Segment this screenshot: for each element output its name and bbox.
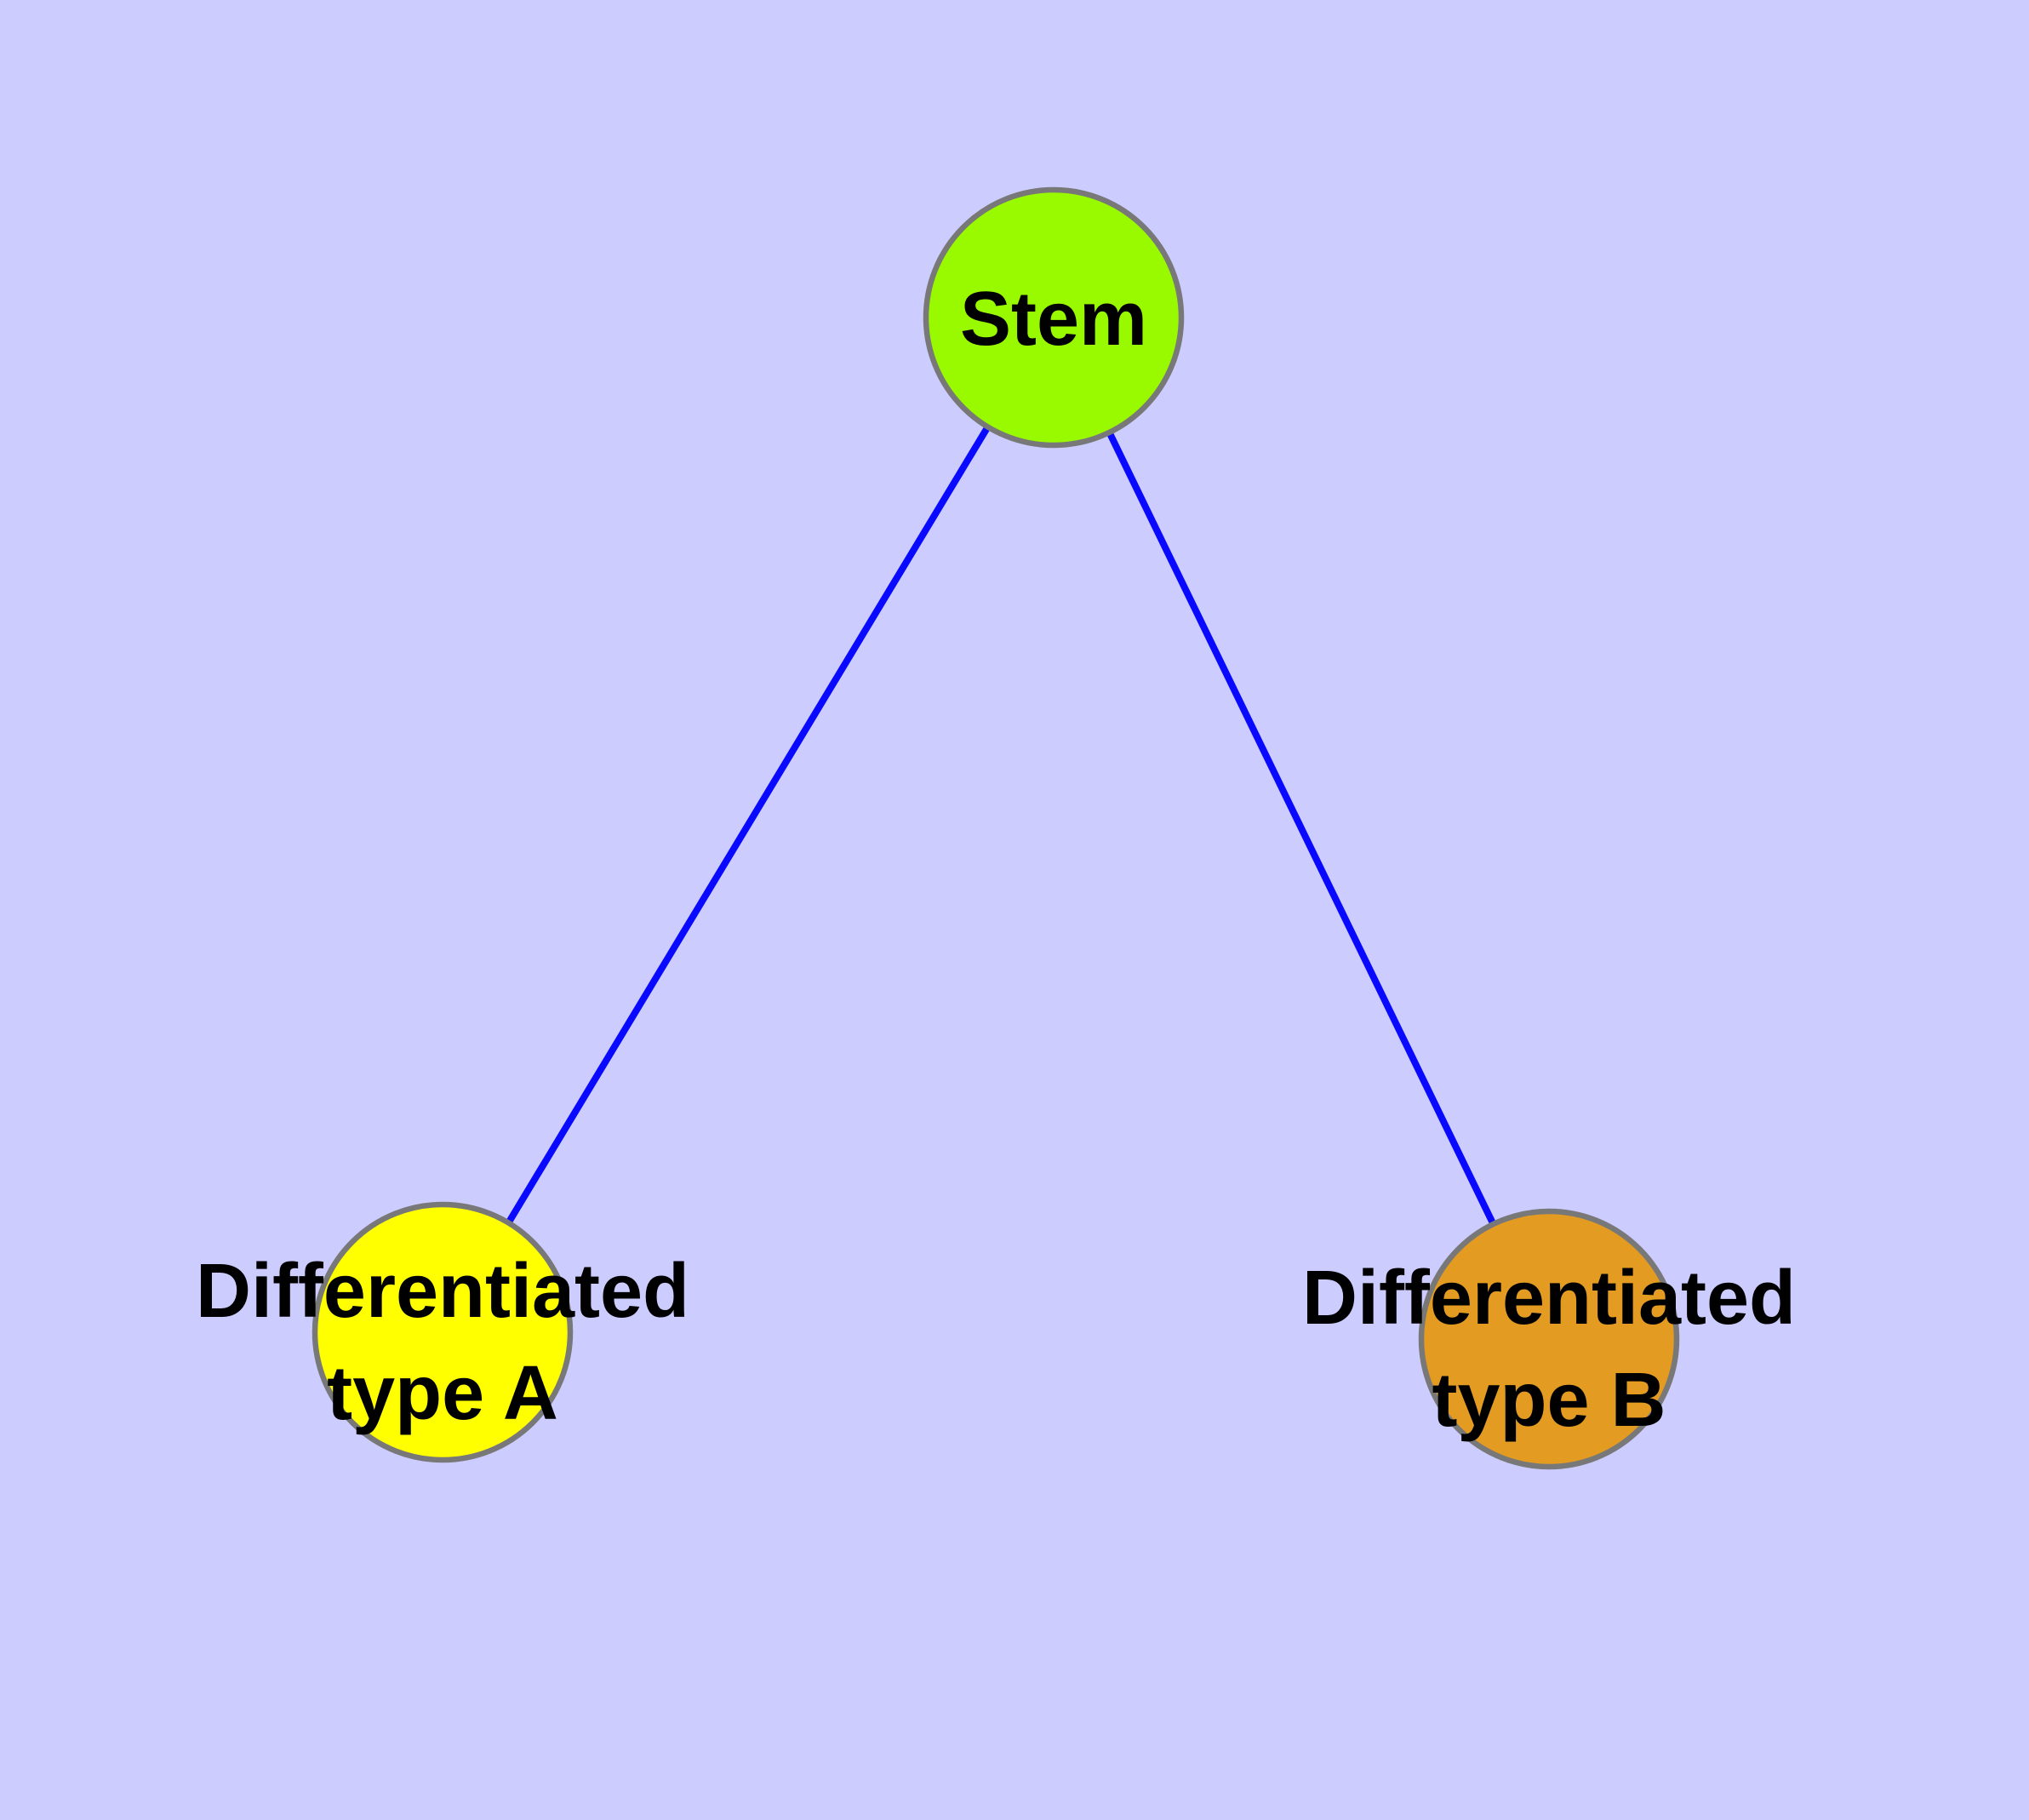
node-differentiated-type-b-label-line1: Differentiated	[1302, 1256, 1796, 1341]
node-stem-label: Stem	[960, 277, 1147, 362]
node-differentiated-type-a: Differentiated type A	[196, 1201, 689, 1463]
node-stem-circle	[923, 186, 1185, 449]
node-differentiated-type-a-label-line1: Differentiated	[196, 1249, 689, 1334]
node-differentiated-type-b-circle	[1418, 1208, 1680, 1470]
node-stem: Stem	[923, 186, 1185, 449]
edge-stem-to-differentiated-type-a	[439, 315, 1057, 1335]
edge-stem-to-differentiated-type-b	[1050, 316, 1552, 1341]
node-differentiated-type-a-circle	[311, 1201, 574, 1463]
node-differentiated-type-b: Differentiated type B	[1302, 1208, 1796, 1470]
node-differentiated-type-a-label-line2: type A	[327, 1351, 558, 1436]
node-differentiated-type-b-label-line2: type B	[1432, 1358, 1666, 1443]
